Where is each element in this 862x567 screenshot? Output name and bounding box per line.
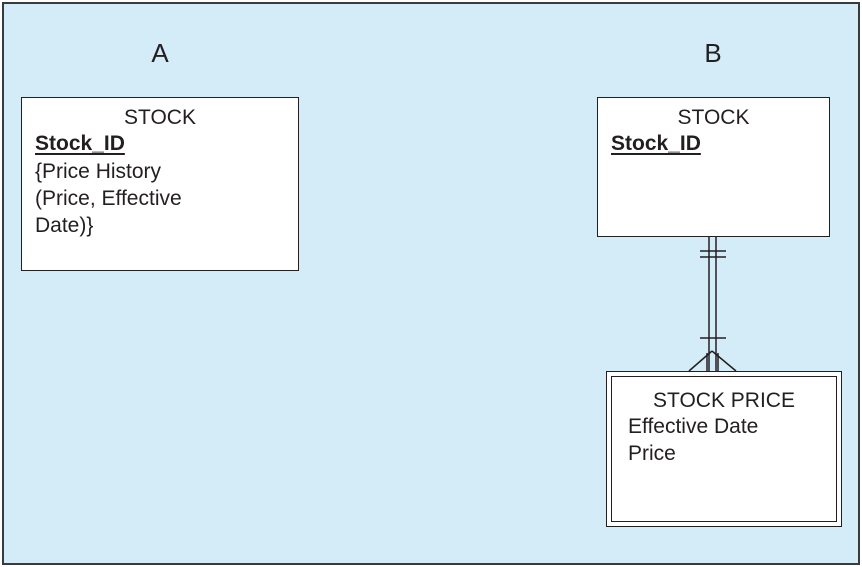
primary-key: Stock_ID xyxy=(611,132,701,155)
crows-foot xyxy=(688,350,713,372)
panel-label-a: A xyxy=(151,38,169,68)
attribute-line: {Price History xyxy=(35,160,162,183)
entity-title: STOCK PRICE xyxy=(653,389,795,412)
entity-stock-a: STOCK Stock_ID {Price History (Price, Ef… xyxy=(21,97,299,271)
identifying-relationship xyxy=(688,237,737,372)
entity-title: STOCK xyxy=(677,106,750,129)
weak-entity-stock-price: STOCK PRICE Effective Date Price xyxy=(606,371,842,527)
entity-title: STOCK xyxy=(124,106,196,129)
panel-label-b: B xyxy=(704,38,722,68)
crows-foot xyxy=(711,350,737,372)
attribute-line: Effective Date xyxy=(628,415,759,438)
attribute-line: Date)} xyxy=(35,214,94,237)
attribute-line: (Price, Effective xyxy=(35,187,182,210)
primary-key: Stock_ID xyxy=(35,132,125,155)
attribute-line: Price xyxy=(628,442,676,465)
entity-stock-b: STOCK Stock_ID xyxy=(597,97,830,237)
weak-entity-inner-border: STOCK PRICE Effective Date Price xyxy=(611,376,837,522)
